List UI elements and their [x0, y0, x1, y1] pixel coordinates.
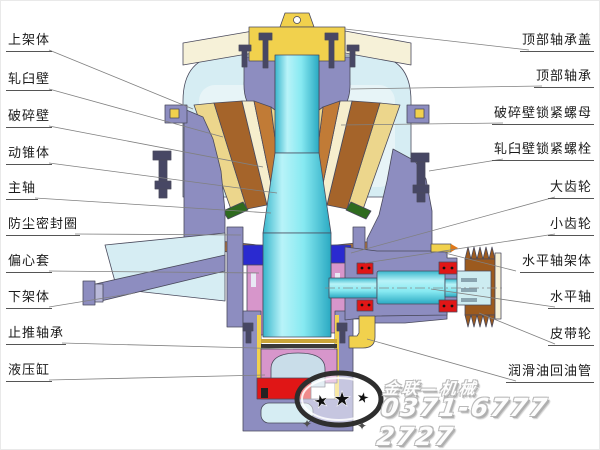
logo-stamp-mark: ✦ [357, 419, 367, 433]
cover-bolts [238, 32, 360, 69]
lower-frame [82, 108, 226, 306]
label-top-bearing-cover: 顶部轴承盖 [519, 33, 594, 53]
label-eccentric-sleeve: 偏心套 [6, 254, 53, 274]
label-big-gear: 大齿轮 [547, 180, 594, 200]
label-lower-frame: 下架体 [6, 290, 53, 310]
label-oil-return-pipe: 润滑油回油管 [505, 364, 594, 384]
logo-star-icon: ★ [354, 387, 372, 409]
oil-return-pipe [348, 315, 376, 349]
label-hydraulic-cylinder: 液压缸 [6, 363, 53, 383]
label-crushing-wall: 破碎壁 [6, 109, 53, 129]
belt-pulley [456, 246, 502, 328]
label-main-shaft: 主轴 [6, 181, 39, 201]
label-belt-pulley: 皮带轮 [547, 327, 594, 347]
label-crushing-wall-lock-nut: 破碎壁锁紧螺母 [491, 106, 594, 126]
label-top-bearing: 顶部轴承 [533, 69, 594, 89]
label-dust-seal-ring: 防尘密封圈 [6, 217, 81, 237]
thrust-bearing-plates [261, 339, 337, 343]
logo-stamp-mark: ✦ [302, 417, 312, 431]
horizontal-shaft-assembly [325, 243, 503, 349]
leader-lines [34, 28, 556, 382]
machine-body [82, 12, 503, 432]
label-pinion-gear: 小齿轮 [547, 217, 594, 237]
label-horizontal-shaft: 水平轴 [547, 290, 594, 310]
logo-star-icon: ★ [311, 389, 332, 413]
grease-fitting [430, 243, 452, 253]
label-horizontal-shaft-frame: 水平轴架体 [519, 254, 594, 274]
label-thrust-bearing: 止推轴承 [6, 326, 67, 346]
watermark-logo: ★ ★ ★ ✦ ✦ [294, 370, 384, 433]
label-upper-frame: 上架体 [6, 33, 53, 53]
watermark-phone: 0371-6777 2727 [374, 393, 551, 450]
concave-lock-bolts [152, 150, 430, 203]
label-concave-wall: 轧臼壁 [6, 72, 53, 92]
logo-star-icon: ★ [333, 387, 352, 411]
main-shaft [262, 54, 332, 338]
label-moving-cone: 动锥体 [6, 146, 53, 166]
label-concave-wall-lock-bolt: 轧臼壁锁紧螺栓 [491, 142, 594, 162]
